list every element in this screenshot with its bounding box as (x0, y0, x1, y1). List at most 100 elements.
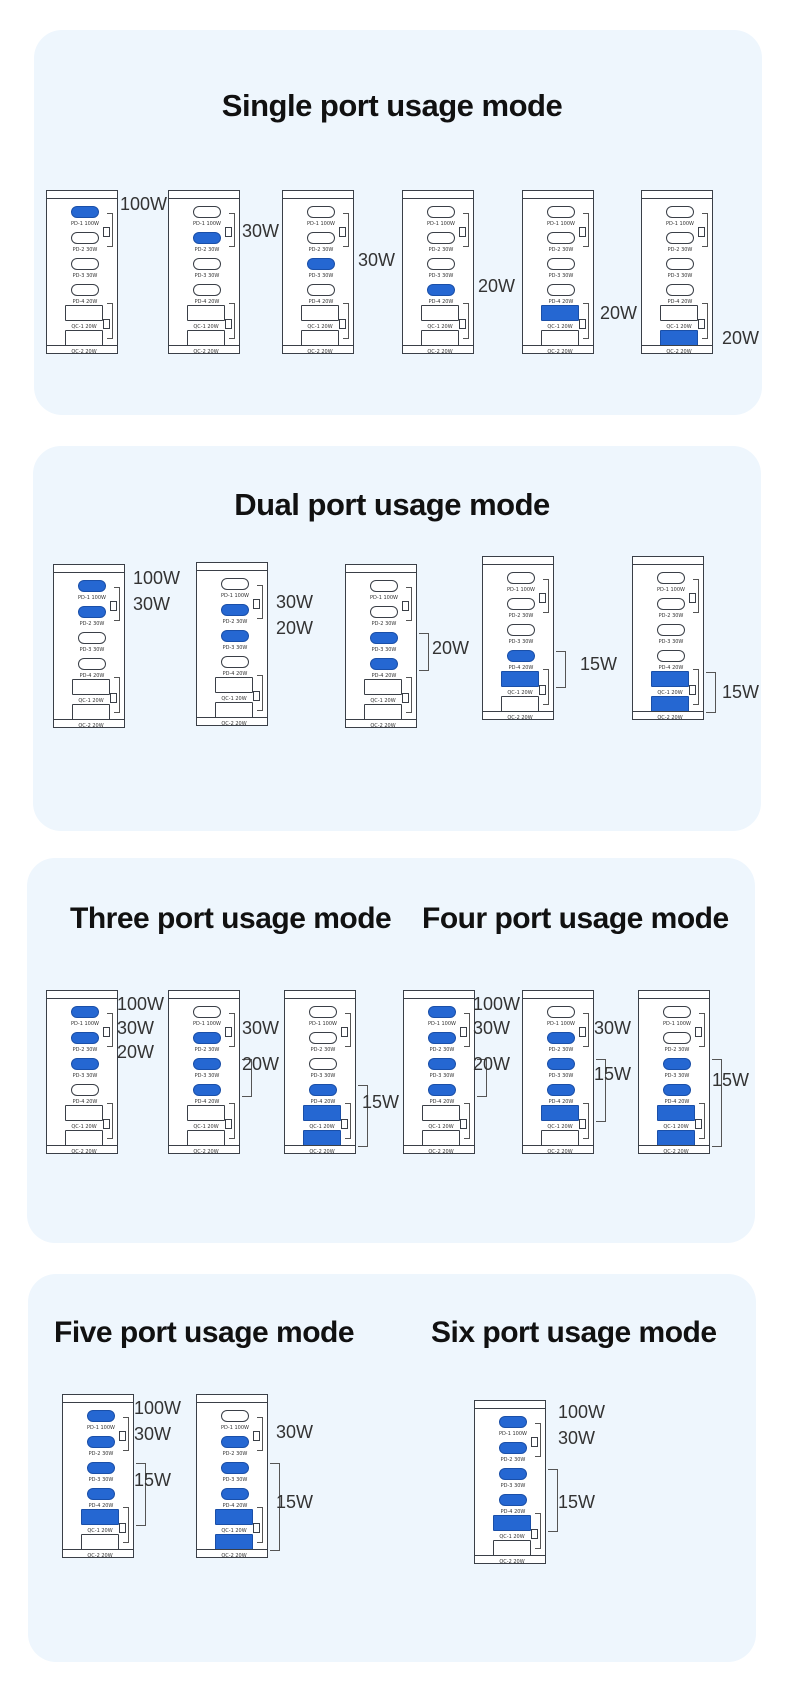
usb-a-port (72, 704, 110, 720)
port-label: PD-4 20W (222, 671, 248, 677)
port-label: PD-4 20W (222, 1503, 248, 1509)
port-label: PD-2 30W (308, 247, 334, 253)
port-label: QC-1 20W (499, 1534, 525, 1540)
three-four-port-panel (27, 858, 755, 1243)
port-label: QC-2 20W (547, 349, 573, 355)
usb-a-port-active (303, 1130, 341, 1146)
port-label: QC-1 20W (370, 698, 396, 704)
port-label: PD-4 20W (371, 673, 397, 679)
port-label: QC-1 20W (309, 1124, 335, 1130)
usb-a-port (541, 330, 579, 346)
circuit-arc (229, 1013, 235, 1047)
port-label: PD-2 30W (222, 619, 248, 625)
switch-block (225, 227, 232, 237)
port-label: PD-3 30W (222, 645, 248, 651)
shared-power-bracket (419, 633, 429, 671)
circuit-arc (543, 579, 549, 613)
shared-power-bracket (548, 1469, 558, 1532)
port-label: PD-1 100W (499, 1431, 527, 1437)
usb-c-port-active (547, 1084, 575, 1096)
usb-c-port-active (428, 1084, 456, 1096)
port-label: PD-1 100W (193, 221, 221, 227)
usb-a-port-active (651, 671, 689, 687)
usb-a-port-active (541, 1105, 579, 1121)
usb-a-port (65, 1105, 103, 1121)
port-label: PD-4 20W (72, 1099, 98, 1105)
usb-c-port (507, 572, 535, 584)
port-label: PD-2 30W (429, 1047, 455, 1053)
circuit-arc (107, 213, 113, 247)
switch-block (253, 599, 260, 609)
four-port-title: Four port usage mode (422, 902, 729, 935)
port-label: QC-1 20W (71, 1124, 97, 1130)
usb-c-port (547, 284, 575, 296)
wattage-label: 20W (478, 276, 516, 296)
circuit-arc (535, 1513, 541, 1549)
usb-c-port-active (193, 1084, 221, 1096)
wattage-label: 20W (276, 618, 314, 638)
wattage-label: 30W (242, 221, 280, 241)
charger: PD-1 100W PD-2 30W PD-3 30W PD-4 20W QC-1 20… (196, 562, 268, 727)
usb-c-port-active (499, 1494, 527, 1506)
port-label: PD-3 30W (72, 1073, 98, 1079)
port-label: QC-2 20W (221, 1553, 247, 1559)
usb-c-port-active (370, 658, 398, 670)
usb-c-port (507, 598, 535, 610)
wattage-label: 20W (600, 303, 638, 323)
usb-c-port-active (547, 1032, 575, 1044)
switch-block (459, 227, 466, 237)
usb-a-port (364, 704, 402, 720)
port-label: PD-4 20W (429, 1099, 455, 1105)
switch-block (689, 593, 696, 603)
port-label: PD-1 100W (71, 221, 99, 227)
usb-c-port (663, 1006, 691, 1018)
circuit-arc (583, 303, 589, 339)
circuit-arc (114, 587, 120, 621)
port-label: QC-1 20W (547, 324, 573, 330)
usb-c-port-active (427, 284, 455, 296)
wattage-label: 15W (558, 1492, 596, 1512)
usb-a-port-active (215, 1534, 253, 1550)
wattage-label: 30W (276, 592, 314, 612)
port-label: PD-1 100W (309, 1021, 337, 1027)
port-label: PD-2 30W (194, 247, 220, 253)
usb-c-port (370, 606, 398, 618)
wattage-label: 30W (594, 1018, 632, 1038)
usb-a-port-active (303, 1105, 341, 1121)
port-label: QC-1 20W (221, 696, 247, 702)
usb-c-port (221, 656, 249, 668)
circuit-arc (406, 677, 412, 713)
circuit-arc (257, 1417, 263, 1451)
port-label: PD-1 100W (221, 593, 249, 599)
switch-block (539, 685, 546, 695)
usb-c-port (547, 232, 575, 244)
switch-block (103, 227, 110, 237)
circuit-arc (463, 213, 469, 247)
usb-a-port (65, 1130, 103, 1146)
port-label: PD-1 100W (666, 221, 694, 227)
usb-c-port (427, 232, 455, 244)
circuit-arc (535, 1423, 541, 1457)
port-label: PD-2 30W (371, 621, 397, 627)
port-label: PD-4 20W (548, 1099, 574, 1105)
usb-c-port (307, 206, 335, 218)
usb-c-port-active (87, 1436, 115, 1448)
switch-block (253, 691, 260, 701)
usb-a-port-active (660, 330, 698, 346)
wattage-label: 100W (134, 1398, 182, 1418)
usb-c-port-active (428, 1058, 456, 1070)
port-label: PD-4 20W (667, 299, 693, 305)
shared-power-bracket (556, 651, 566, 688)
switch-block (110, 601, 117, 611)
wattage-label: 15W (594, 1064, 632, 1084)
port-label: PD-3 30W (222, 1477, 248, 1483)
usb-c-port-active (221, 604, 249, 616)
usb-c-port-active (87, 1462, 115, 1474)
wattage-label: 30W (358, 250, 396, 270)
port-label: PD-1 100W (507, 587, 535, 593)
